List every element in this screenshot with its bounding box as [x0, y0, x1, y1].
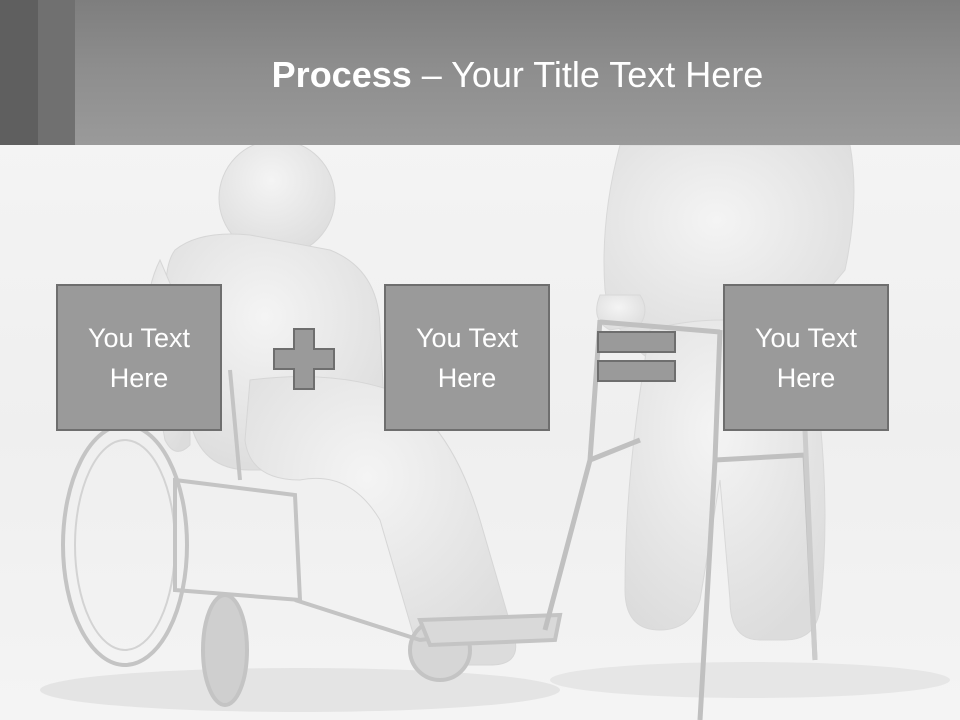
process-box-2-text: You Text Here [415, 322, 519, 393]
process-box-3[interactable]: You Text Here [723, 284, 889, 431]
title-bold: Process [271, 54, 412, 95]
walker [542, 319, 818, 720]
plus-icon [273, 328, 335, 390]
wheelchair [61, 369, 563, 707]
decor-stripe-dark [0, 0, 38, 145]
title-rest: – Your Title Text Here [411, 54, 764, 95]
title-banner: Process – Your Title Text Here [0, 0, 960, 145]
wheelchair-walker-illustration [40, 145, 950, 720]
decor-stripe-mid [38, 0, 75, 145]
process-box-3-text: You Text Here [754, 322, 858, 393]
equals-icon [597, 331, 676, 382]
process-box-1-text: You Text Here [87, 322, 191, 393]
process-box-1[interactable]: You Text Here [56, 284, 222, 431]
process-box-2[interactable]: You Text Here [384, 284, 550, 431]
slide-title: Process – Your Title Text Here [75, 52, 960, 98]
